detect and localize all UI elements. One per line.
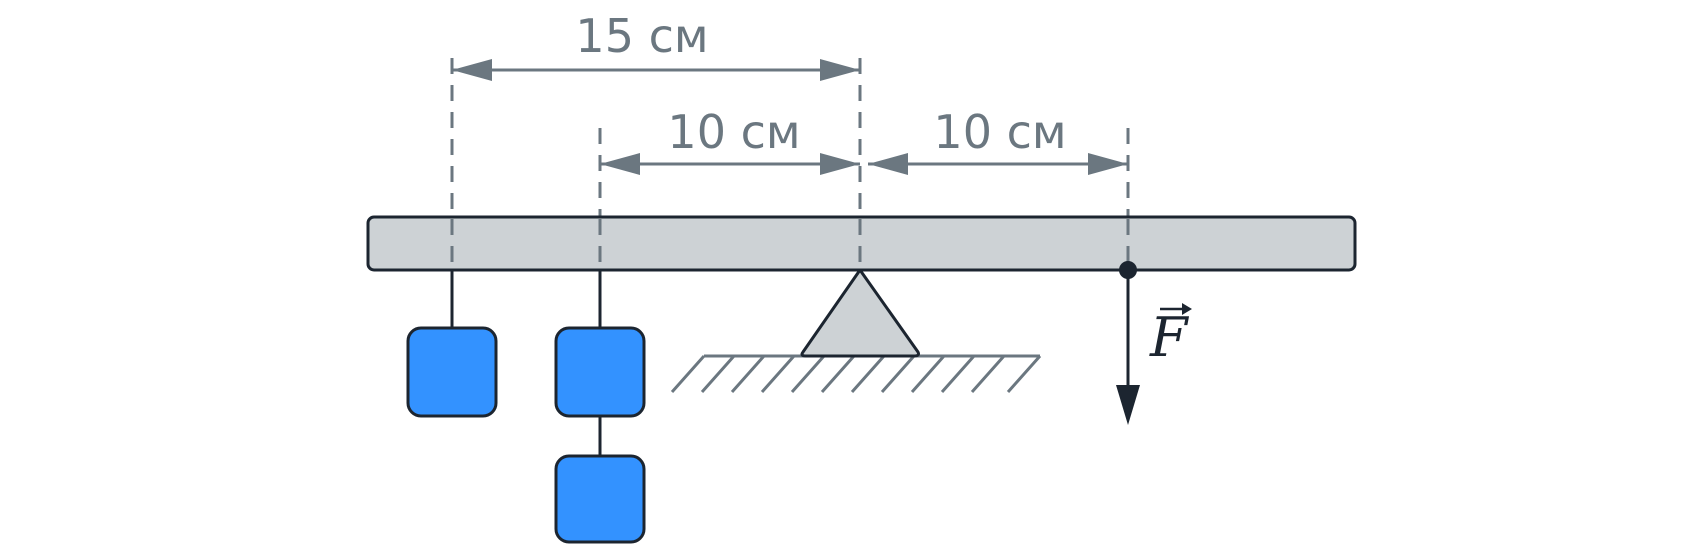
dimension-arrowhead: [452, 59, 492, 81]
fulcrum-support: [800, 268, 920, 358]
dimension-label-15: 15 см: [575, 9, 708, 63]
weight-left: [406, 326, 498, 418]
dimension-label-10-left: 10 см: [667, 105, 800, 159]
force-label-group: F: [1149, 303, 1192, 369]
weights: [406, 326, 646, 544]
dimension-arrowhead: [820, 59, 860, 81]
force-arrowhead: [1116, 385, 1140, 425]
dimension-arrowhead: [1088, 153, 1128, 175]
force-label: F: [1149, 306, 1190, 369]
weight-middle-bottom: [554, 454, 646, 544]
strings: [450, 270, 602, 456]
dimension-arrows: [452, 59, 1128, 175]
weight-middle-top: [554, 326, 646, 418]
ground: [670, 354, 1042, 393]
ground-hatching: [670, 355, 1042, 393]
dimension-arrowhead: [820, 153, 860, 175]
extension-lines-over-beam: [450, 219, 1130, 268]
vector-arrow-icon: [1182, 303, 1192, 315]
lever-beam: [366, 215, 1357, 272]
dimension-label-10-right: 10 см: [933, 105, 1066, 159]
dimension-arrowhead: [868, 153, 908, 175]
dimension-arrowhead: [600, 153, 640, 175]
